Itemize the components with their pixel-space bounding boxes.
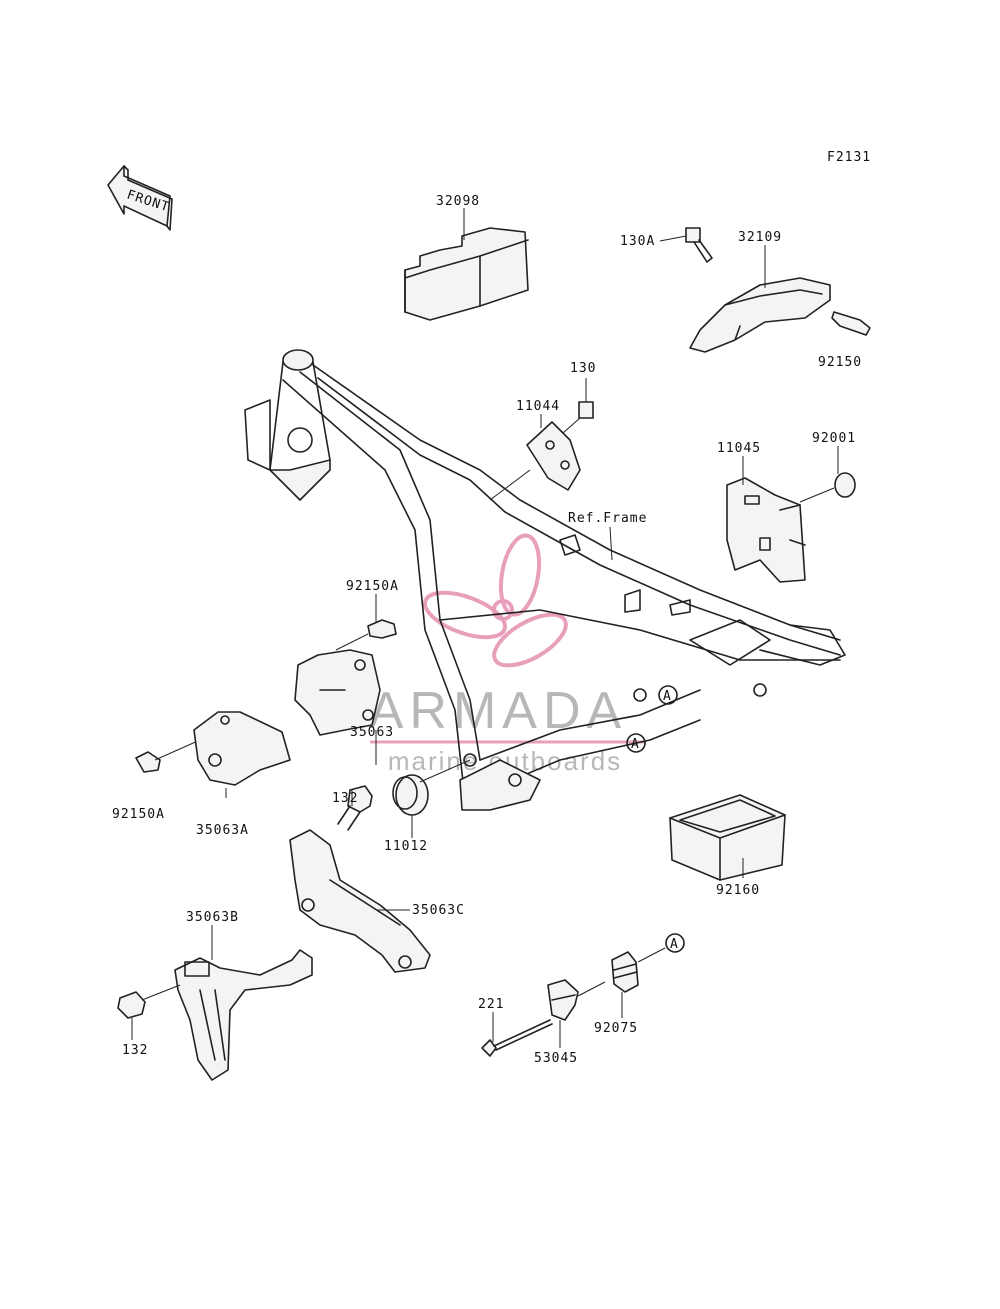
label-32098: 32098 — [436, 194, 480, 209]
label-35063C: 35063C — [412, 903, 465, 918]
part-35063C-bracket — [289, 829, 431, 973]
part-32098-cover — [404, 227, 529, 321]
diagram-id: F2131 — [827, 150, 871, 165]
washer-92001-icon — [834, 472, 856, 498]
svg-text:A: A — [663, 689, 672, 704]
part-92160-box — [669, 794, 786, 881]
svg-text:A: A — [670, 937, 679, 952]
label-ref-frame: Ref.Frame — [568, 511, 647, 526]
label-92150A-left: 92150A — [112, 807, 165, 822]
label-221: 221 — [478, 997, 504, 1012]
label-132-mid: 132 — [332, 791, 358, 806]
label-35063B: 35063B — [186, 910, 239, 925]
part-11044-bracket — [526, 421, 581, 491]
bolt-92150A-top-icon — [367, 619, 397, 639]
label-132-low: 132 — [122, 1043, 148, 1058]
bolt-130A-icon — [685, 227, 713, 263]
part-32109-guard — [689, 277, 831, 353]
stud-92150-icon — [831, 311, 871, 336]
front-arrow-icon: FRONT — [107, 165, 173, 231]
label-35063: 35063 — [350, 725, 394, 740]
watermark-brand: ARMADA — [369, 682, 627, 740]
frame-assembly — [244, 349, 846, 811]
bolt-92150A-left-icon — [135, 751, 161, 773]
label-92150A-top: 92150A — [346, 579, 399, 594]
bolt-132-low-icon — [117, 991, 146, 1019]
label-130A: 130A — [620, 234, 655, 249]
label-35063A: 35063A — [196, 823, 249, 838]
label-11012: 11012 — [384, 839, 428, 854]
svg-text:A: A — [631, 737, 640, 752]
callout-a-2: A — [626, 733, 646, 753]
part-92075-band — [611, 951, 639, 993]
screw-221-icon — [481, 1019, 553, 1057]
label-11045: 11045 — [717, 441, 761, 456]
part-35063A-bracket — [193, 711, 291, 786]
label-11044: 11044 — [516, 399, 560, 414]
bolt-132-mid-icon — [337, 785, 373, 831]
part-35063-footrest-bracket — [294, 649, 381, 736]
part-11045-plate — [726, 477, 806, 583]
part-35063B-bracket — [174, 949, 313, 1081]
part-53045-clip — [547, 979, 579, 1021]
label-92001: 92001 — [812, 431, 856, 446]
label-92150: 92150 — [818, 355, 862, 370]
watermark-logo: ARMADA marine outboards — [369, 533, 646, 776]
callout-a-3: A — [665, 933, 685, 953]
label-130: 130 — [570, 361, 596, 376]
label-32109: 32109 — [738, 230, 782, 245]
label-53045: 53045 — [534, 1051, 578, 1066]
label-92160: 92160 — [716, 883, 760, 898]
label-92075: 92075 — [594, 1021, 638, 1036]
callout-a-1: A — [658, 685, 678, 705]
bolt-130-icon — [578, 401, 594, 419]
